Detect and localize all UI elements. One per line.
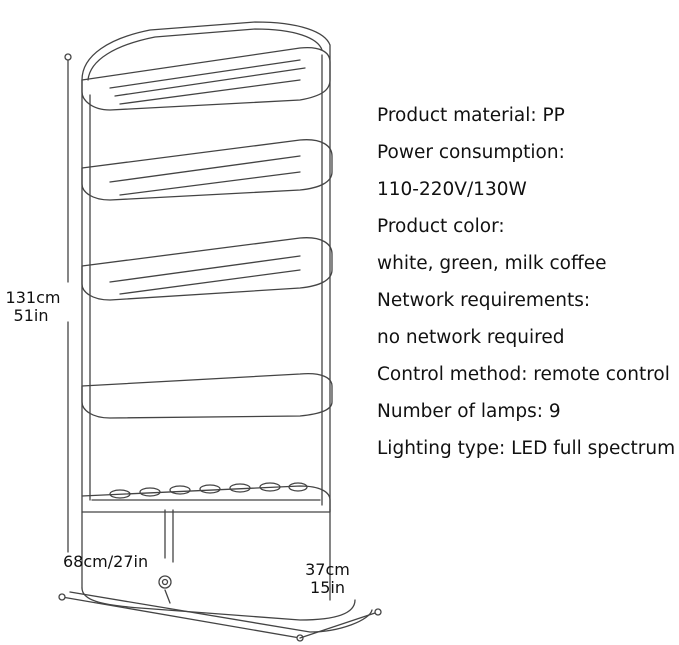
depth-dimension-line [299,608,382,639]
spec-lighting-type: Lighting type: LED full spectrum [377,438,676,459]
shelf-4 [81,372,333,419]
shelf-1 [81,46,331,111]
height-dimension-line [64,53,72,553]
spec-color-value: white, green, milk coffee [377,253,607,274]
water-tank [69,485,373,633]
depth-cm-label: 37cm [305,560,350,579]
length-dimension-line [58,593,304,642]
length-label: 68cm/27in [63,552,149,571]
spec-power-value: 110-220V/130W [377,179,527,200]
planter-frame [81,21,331,589]
spec-control-method: Control method: remote control [377,364,670,385]
height-in-label: 51in [13,306,49,325]
shelf-3 [81,237,333,301]
spec-power-label: Power consumption: [377,142,565,163]
spec-number-of-lamps: Number of lamps: 9 [377,401,561,422]
shelf-2 [81,139,333,201]
depth-in-label: 15in [310,578,345,597]
spec-network-value: no network required [377,327,565,348]
spec-network-label: Network requirements: [377,290,591,311]
spec-color-label: Product color: [377,216,505,237]
seed-pods [109,482,308,499]
spec-material: Product material: PP [377,105,565,126]
height-cm-label: 131cm [5,288,61,307]
